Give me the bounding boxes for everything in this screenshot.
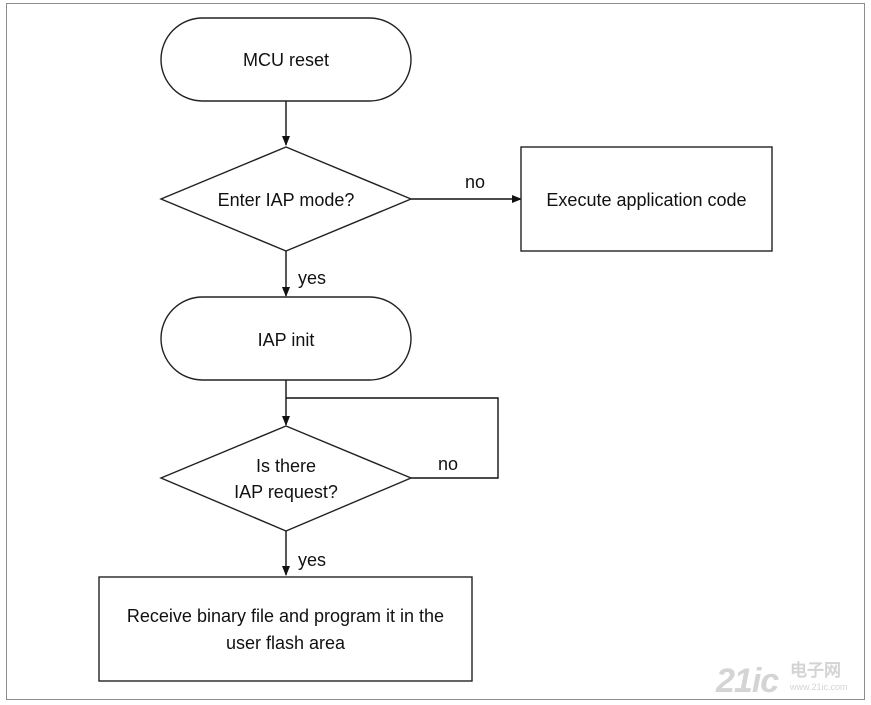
enter-iap-label: Enter IAP mode?	[218, 190, 355, 210]
watermark-logo: 21ic	[716, 662, 779, 700]
watermark-cn: 电子网	[790, 661, 841, 680]
node-iap-request-decision: Is there IAP request?	[159, 425, 413, 532]
edge-label-enter-yes: yes	[298, 268, 326, 288]
edge-label-request-no: no	[438, 454, 458, 474]
mcu-reset-label: MCU reset	[243, 50, 329, 70]
watermark-url: www.21ic.com	[790, 682, 848, 692]
edge-label-enter-no: no	[465, 172, 485, 192]
node-mcu-reset: MCU reset	[160, 17, 412, 102]
node-enter-iap-decision: Enter IAP mode?	[159, 146, 413, 252]
site-watermark: 21ic 电子网 www.21ic.com	[716, 660, 866, 700]
node-receive-binary: Receive binary file and program it in th…	[98, 576, 473, 682]
node-execute-app: Execute application code	[520, 146, 773, 252]
edge-request-no-loop	[286, 397, 499, 479]
iap-request-label-line2: IAP request?	[234, 482, 338, 502]
edge-label-request-yes: yes	[298, 550, 326, 570]
iap-init-label: IAP init	[258, 330, 315, 350]
iap-request-label-line1: Is there	[256, 456, 316, 476]
node-iap-init: IAP init	[160, 296, 412, 381]
receive-label-line2: user flash area	[226, 633, 346, 653]
receive-label-line1: Receive binary file and program it in th…	[127, 606, 444, 626]
execute-app-label: Execute application code	[546, 190, 746, 210]
